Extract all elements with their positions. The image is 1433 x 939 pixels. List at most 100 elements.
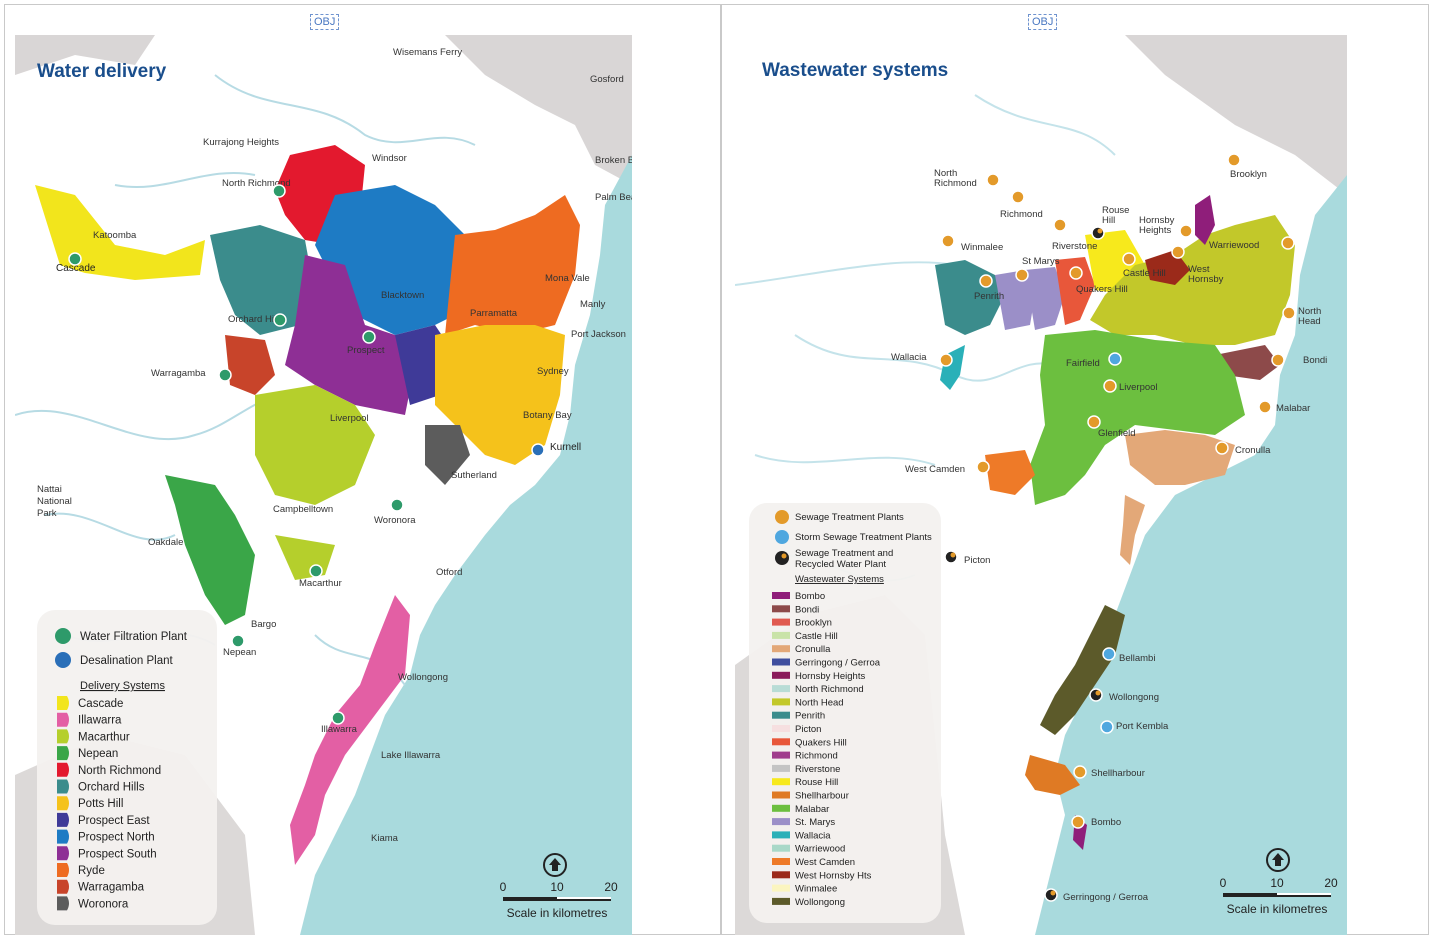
plant-marker-icon[interactable]	[362, 330, 376, 344]
legend-swatch	[57, 879, 69, 894]
scale-tick: 10	[1270, 876, 1284, 890]
region-potts-hill	[435, 325, 565, 465]
treatment-plant-marker-icon[interactable]	[1044, 888, 1058, 902]
treatment-plant-marker-icon[interactable]	[1122, 252, 1136, 266]
place-label: Park	[37, 508, 57, 519]
legend-swatch	[772, 871, 790, 879]
legend-swatch	[772, 858, 790, 865]
place-label: North	[934, 168, 957, 179]
place-label: Nepean	[223, 647, 256, 658]
place-label: Orchard Hills	[228, 314, 283, 325]
legend-swatch	[772, 605, 790, 613]
place-label: Winmalee	[961, 242, 1003, 253]
treatment-plant-marker-icon[interactable]	[1215, 441, 1229, 455]
legend-system-label: Wollongong	[795, 897, 845, 908]
legend-system-label: Illawarra	[78, 715, 122, 727]
place-label: Penrith	[974, 291, 1004, 302]
scale-label: Scale in kilometres	[1227, 902, 1328, 916]
treatment-plant-marker-icon[interactable]	[1091, 226, 1105, 240]
treatment-plant-marker-icon[interactable]	[1258, 400, 1272, 414]
legend-plant-label: Sewage Treatment and	[795, 548, 893, 559]
place-label: North Richmond	[222, 178, 291, 189]
legend-swatch	[772, 618, 790, 626]
legend-system-label: Wallacia	[795, 830, 831, 841]
plant-marker-icon[interactable]	[331, 711, 345, 725]
legend-system-label: Gerringong / Gerroa	[795, 658, 881, 669]
legend-system-label: Orchard Hills	[78, 782, 145, 794]
place-label: Kurrajong Heights	[203, 137, 279, 148]
legend-system-label: Hornsby Heights	[795, 671, 865, 682]
plant-marker-icon[interactable]	[309, 564, 323, 578]
treatment-plant-marker-icon[interactable]	[1108, 352, 1122, 366]
plant-marker-icon[interactable]	[218, 368, 232, 382]
place-label: Warriewood	[1209, 240, 1259, 251]
treatment-plant-marker-icon[interactable]	[1281, 236, 1295, 250]
legend-swatch	[772, 711, 790, 719]
treatment-plant-marker-icon[interactable]	[1102, 647, 1116, 661]
legend-system-label: Warragamba	[78, 882, 145, 894]
treatment-plant-marker-icon[interactable]	[939, 353, 953, 367]
place-label: Lake Illawarra	[381, 750, 441, 761]
treatment-plant-marker-icon[interactable]	[941, 234, 955, 248]
place-label: Kiama	[371, 833, 399, 844]
plant-marker-icon[interactable]	[231, 634, 245, 648]
treatment-plant-marker-icon[interactable]	[1103, 379, 1117, 393]
place-label: Heights	[1139, 225, 1171, 236]
place-label: Prospect	[347, 345, 385, 356]
treatment-plant-marker-icon[interactable]	[1271, 353, 1285, 367]
place-label: National	[37, 496, 72, 507]
place-label: Glenfield	[1098, 428, 1136, 439]
treatment-plant-marker-icon[interactable]	[1282, 306, 1296, 320]
treatment-plant-marker-icon[interactable]	[1227, 153, 1241, 167]
treatment-plant-marker-icon[interactable]	[1069, 266, 1083, 280]
legend-swatch	[57, 779, 69, 794]
legend-system-label: Cronulla	[795, 644, 831, 655]
obj-tag-left[interactable]: OBJ	[310, 14, 340, 30]
legend-plant-label: Storm Sewage Treatment Plants	[795, 532, 932, 543]
treatment-plant-marker-icon[interactable]	[1179, 224, 1193, 238]
plant-marker-icon[interactable]	[390, 498, 404, 512]
legend-system-label: Castle Hill	[795, 631, 838, 642]
treatment-plant-marker-icon[interactable]	[1073, 765, 1087, 779]
region-ryde	[445, 195, 580, 335]
region-woronora	[425, 425, 470, 485]
place-label: Manly	[580, 299, 606, 310]
treatment-plant-marker-icon[interactable]	[976, 460, 990, 474]
legend-swatch	[57, 829, 69, 844]
plant-marker-icon[interactable]	[273, 313, 287, 327]
legend-system-label: Ryde	[78, 865, 105, 877]
treatment-plant-marker-icon[interactable]	[986, 173, 1000, 187]
treatment-plant-marker-icon[interactable]	[1100, 720, 1114, 734]
treatment-plant-marker-icon[interactable]	[1071, 815, 1085, 829]
treatment-plant-marker-icon[interactable]	[1011, 190, 1025, 204]
place-label: Bombo	[1091, 817, 1121, 828]
recycled-water-plant-icon	[775, 551, 789, 565]
treatment-plant-marker-icon[interactable]	[1089, 688, 1103, 702]
plant-marker-icon[interactable]	[531, 443, 545, 457]
plant-marker-icon[interactable]	[272, 184, 286, 198]
legend-swatch	[57, 712, 69, 727]
region-warragamba	[225, 335, 275, 395]
place-label: Palm Beach	[595, 192, 632, 203]
wastewater-svg: Wastewater systems BrooklynNorthRichmond…	[735, 35, 1347, 935]
legend-swatch	[57, 846, 69, 861]
treatment-plant-marker-icon[interactable]	[1171, 245, 1185, 259]
plant-marker-icon[interactable]	[68, 252, 82, 266]
place-label: Gerringong / Gerroa	[1063, 892, 1149, 903]
place-label: Rouse	[1102, 205, 1129, 216]
place-label: Nattai	[37, 484, 62, 495]
legend-system-label: Quakers Hill	[795, 737, 847, 748]
treatment-plant-marker-icon[interactable]	[1015, 268, 1029, 282]
legend-swatch	[772, 764, 790, 772]
legend-swatch	[772, 778, 790, 786]
place-label: Bellambi	[1119, 653, 1155, 664]
place-label: Liverpool	[330, 413, 369, 424]
treatment-plant-marker-icon[interactable]	[979, 274, 993, 288]
obj-tag-right[interactable]: OBJ	[1028, 14, 1058, 30]
treatment-plant-marker-icon[interactable]	[944, 550, 958, 564]
treatment-plant-marker-icon[interactable]	[1053, 218, 1067, 232]
sewage-plant-icon	[775, 510, 789, 524]
treatment-plant-marker-icon[interactable]	[1087, 415, 1101, 429]
place-label: Macarthur	[299, 578, 342, 589]
legend-swatch	[57, 762, 69, 777]
